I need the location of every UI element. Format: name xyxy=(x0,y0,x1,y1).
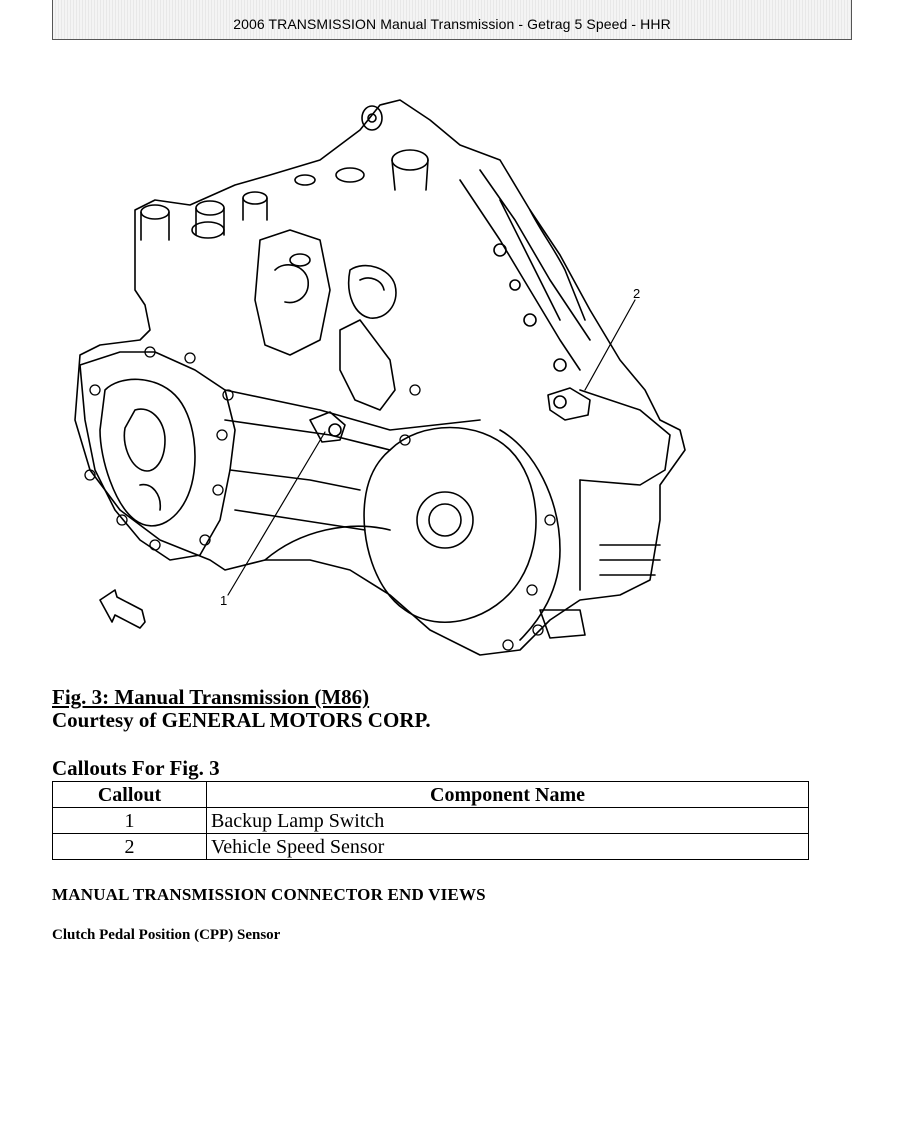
transmission-illustration: 1 2 xyxy=(60,90,700,670)
left-cover xyxy=(79,351,236,561)
callout-label-1: 1 xyxy=(220,593,228,608)
component-name: Vehicle Speed Sensor xyxy=(206,833,809,860)
figure-title: Fig. 3: Manual Transmission (M86) xyxy=(52,685,370,709)
differential-housing xyxy=(363,426,537,623)
upper-bosses xyxy=(140,105,429,241)
callout-number: 2 xyxy=(52,833,207,860)
callouts-heading: Callouts For Fig. 3 xyxy=(52,756,220,780)
document-title: 2006 TRANSMISSION Manual Transmission - … xyxy=(233,15,671,32)
column-header-callout: Callout xyxy=(52,781,207,808)
vehicle-speed-sensor-drawing xyxy=(547,387,591,421)
column-header-component-name: Component Name xyxy=(206,781,809,808)
shift-tower xyxy=(254,229,331,356)
callout-label-2: 2 xyxy=(633,286,641,301)
callouts-table: Callout Component Name 1 Backup Lamp Swi… xyxy=(52,781,809,860)
cover-bolts xyxy=(84,346,234,551)
backup-lamp-switch-drawing xyxy=(309,411,346,443)
table-row: 1 Backup Lamp Switch xyxy=(52,807,809,834)
table-header-row: Callout Component Name xyxy=(52,781,809,808)
cpp-sensor-heading: Clutch Pedal Position (CPP) Sensor xyxy=(52,927,281,943)
housing-outline xyxy=(74,99,686,656)
connector-end-views-heading: MANUAL TRANSMISSION CONNECTOR END VIEWS xyxy=(52,885,486,904)
callout-2-leader xyxy=(584,299,636,391)
component-name: Backup Lamp Switch xyxy=(206,807,809,834)
front-arrow-icon xyxy=(99,589,146,629)
figure-caption: Fig. 3: Manual Transmission (M86) Courte… xyxy=(52,686,431,732)
table-row: 2 Vehicle Speed Sensor xyxy=(52,833,809,860)
callout-number: 1 xyxy=(52,807,207,834)
page-header: 2006 TRANSMISSION Manual Transmission - … xyxy=(52,0,852,40)
figure-courtesy: Courtesy of GENERAL MOTORS CORP. xyxy=(52,708,431,732)
callout-1-leader xyxy=(227,431,326,596)
